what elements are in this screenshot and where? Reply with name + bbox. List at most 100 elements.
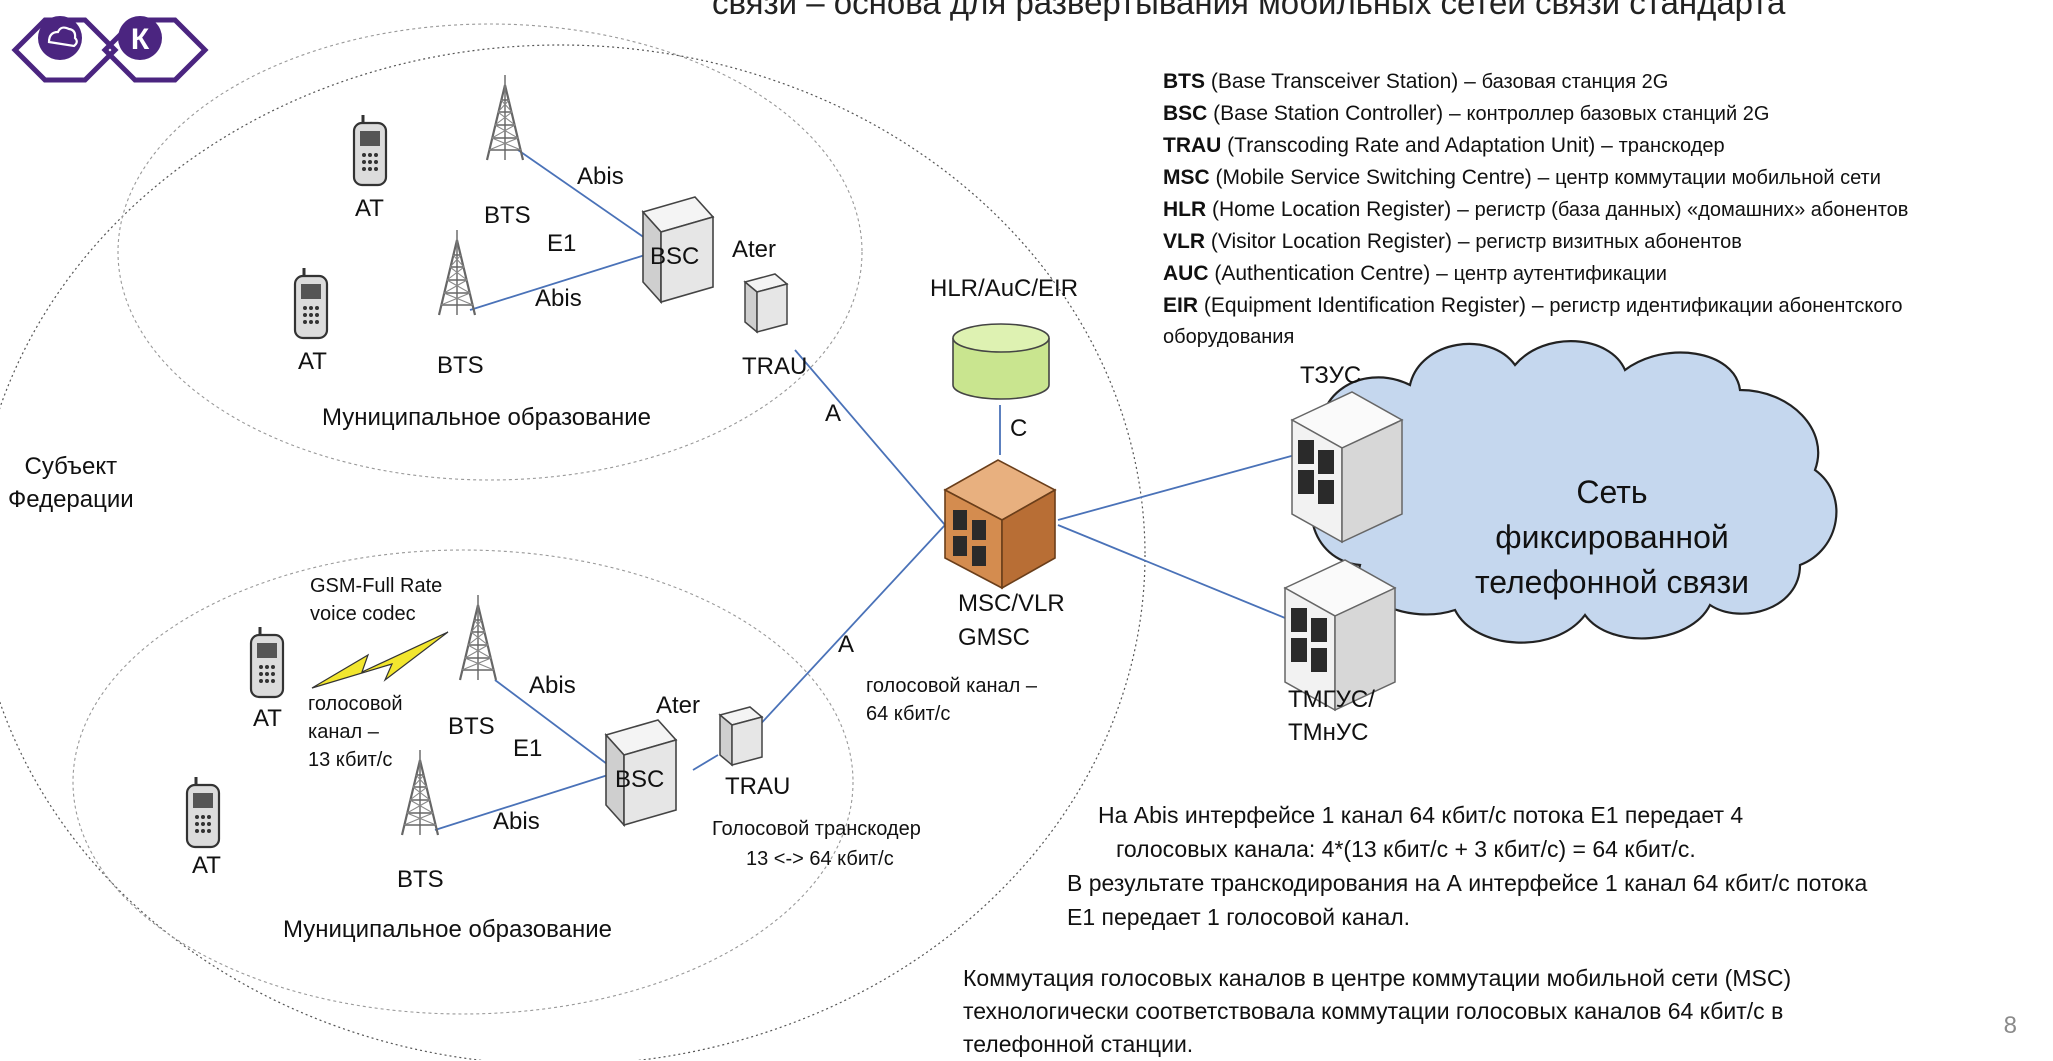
fixed-network-cloud-icon <box>1309 340 1838 644</box>
cloud-network-icon <box>38 16 82 60</box>
radio-link-bolt-icon <box>311 631 449 689</box>
bsc-label: BSC <box>650 243 700 270</box>
legend-ru: центр аутентификации <box>1453 263 1667 285</box>
voice64-label: голосовой канал – <box>866 675 1037 697</box>
region-label: Субъект Федерации <box>8 453 134 513</box>
legend-row: BSC (Base Station Controller) – контролл… <box>1163 98 1908 130</box>
legend-en: (Base Transceiver Station) – <box>1205 70 1482 93</box>
hlr-label: HLR/AuC/EIR <box>930 275 1079 302</box>
transcoder-label: 13 <-> 64 кбит/с <box>746 848 894 870</box>
voice13-label: голосовой <box>308 693 403 715</box>
legend-abbr: HLR <box>1163 198 1207 221</box>
mobile-phone-icon <box>185 775 221 849</box>
cloud-label-line: Сеть <box>1576 474 1648 510</box>
c-interface-label: C <box>1010 415 1028 442</box>
tzus-label: ТЗУС <box>1300 362 1362 389</box>
at-label: AT <box>253 705 282 732</box>
legend-row: MSC (Mobile Service Switching Centre) – … <box>1163 162 1908 194</box>
mobile-phone-icon <box>249 625 285 699</box>
legend-abbr: AUC <box>1163 262 1209 285</box>
at-label: AT <box>192 852 221 879</box>
mobile-phone-icon <box>293 266 329 340</box>
abis-label: Abis <box>577 163 624 190</box>
abis-note: На Abis интерфейсе 1 канал 64 кбит/с пот… <box>1098 798 1743 866</box>
legend-row: EIR (Equipment Identification Register) … <box>1163 290 1908 322</box>
note-line: голосовых канала: 4*(13 кбит/с + 3 кбит/… <box>1116 836 1696 862</box>
slide-title: связи – основа для развертывания мобильн… <box>712 0 1786 21</box>
logo-letter: К <box>131 23 150 56</box>
logo <box>11 16 209 83</box>
legend-en: (Base Station Controller) – <box>1207 102 1467 125</box>
bts-label: BTS <box>484 202 531 229</box>
legend-en: (Home Location Register) – <box>1206 198 1475 221</box>
legend-abbr: VLR <box>1163 230 1205 253</box>
database-icon <box>952 323 1050 400</box>
e1-label: E1 <box>513 735 543 762</box>
abis-label: Abis <box>529 672 576 699</box>
bts-tower-icon <box>400 748 440 837</box>
at-label: AT <box>355 195 384 222</box>
msc-label: MSC/VLR <box>958 590 1065 617</box>
note-line: телефонной станции. <box>963 1031 1194 1057</box>
a-interface-label: A <box>838 631 855 658</box>
note-line: На Abis интерфейсе 1 канал 64 кбит/с пот… <box>1098 802 1744 828</box>
ater-label: Ater <box>656 692 701 719</box>
legend-ru: регистр (база данных) «домашних» абонент… <box>1474 199 1909 221</box>
trau-label: TRAU <box>725 773 791 800</box>
gsm-codec-label: voice codec <box>310 603 416 625</box>
legend-row: VLR (Visitor Location Register) – регист… <box>1163 226 1908 258</box>
legend-ru: контроллер базовых станций 2G <box>1466 103 1770 125</box>
legend-ru: транскодер <box>1618 135 1725 157</box>
legend-en: (Visitor Location Register) – <box>1205 230 1476 253</box>
a-interface-note: В результате транскодирования на А интер… <box>1067 866 1867 934</box>
bts-tower-icon <box>485 73 525 162</box>
trau-icon <box>744 273 788 333</box>
abis-label: Abis <box>535 285 582 312</box>
municipal-label-top: Муниципальное образование <box>322 404 651 431</box>
gmsc-label: GMSC <box>958 624 1030 651</box>
network-links <box>434 149 1296 831</box>
legend-ru: регистр визитных абонентов <box>1475 231 1742 253</box>
legend-ru: базовая станция 2G <box>1481 71 1669 93</box>
cloud-label-line: фиксированной <box>1495 519 1729 555</box>
cloud-label-line: телефонной связи <box>1474 564 1750 600</box>
legend-abbr: BSC <box>1163 102 1208 125</box>
bts-label: BTS <box>448 713 495 740</box>
msc-switching-note: Коммутация голосовых каналов в центре ко… <box>963 962 1791 1061</box>
legend-row: TRAU (Transcoding Rate and Adaptation Un… <box>1163 130 1908 162</box>
legend-abbr: BTS <box>1163 70 1205 93</box>
municipal-area-bottom <box>72 549 854 1015</box>
at-label: AT <box>298 348 327 375</box>
trau-label: TRAU <box>742 353 808 380</box>
mobile-phone-icon <box>352 113 388 187</box>
tmnus-label: ТМнУС <box>1288 719 1369 746</box>
bsc-label: BSC <box>615 766 665 793</box>
federation-subject-boundary <box>0 44 1146 1060</box>
legend-abbr: EIR <box>1163 294 1199 317</box>
bts-tower-icon <box>437 228 477 317</box>
note-line: В результате транскодирования на А интер… <box>1067 870 1868 896</box>
legend-en: (Transcoding Rate and Adaptation Unit) – <box>1221 134 1619 157</box>
e1-label: E1 <box>547 230 577 257</box>
bts-label: BTS <box>437 352 484 379</box>
municipal-label-bottom: Муниципальное образование <box>283 916 612 943</box>
cloud-label: Сеть фиксированной телефонной связи <box>1382 470 1842 605</box>
note-line: технологически соответствовала коммутаци… <box>963 998 1784 1024</box>
legend-en: (Authentication Centre) – <box>1208 262 1454 285</box>
page-number: 8 <box>2003 1012 2017 1039</box>
note-line: E1 передает 1 голосовой канал. <box>1067 904 1411 930</box>
legend-row: BTS (Base Transceiver Station) – базовая… <box>1163 66 1908 98</box>
abis-label: Abis <box>493 808 540 835</box>
transcoder-label: Голосовой транскодер <box>712 818 921 840</box>
legend-en: (Mobile Service Switching Centre) – <box>1209 166 1556 189</box>
msc-switch-icon <box>943 459 1057 590</box>
legend-tail: оборудования <box>1163 326 1295 348</box>
legend-abbr: MSC <box>1163 166 1210 189</box>
tmgus-label: ТМГУС/ <box>1288 686 1375 713</box>
abbreviation-legend: BTS (Base Transceiver Station) – базовая… <box>1163 66 1908 353</box>
gsm-codec-label: GSM-Full Rate <box>310 575 443 597</box>
voice13-label: канал – <box>308 721 379 743</box>
legend-en: (Equipment Identification Register) – <box>1198 294 1550 317</box>
